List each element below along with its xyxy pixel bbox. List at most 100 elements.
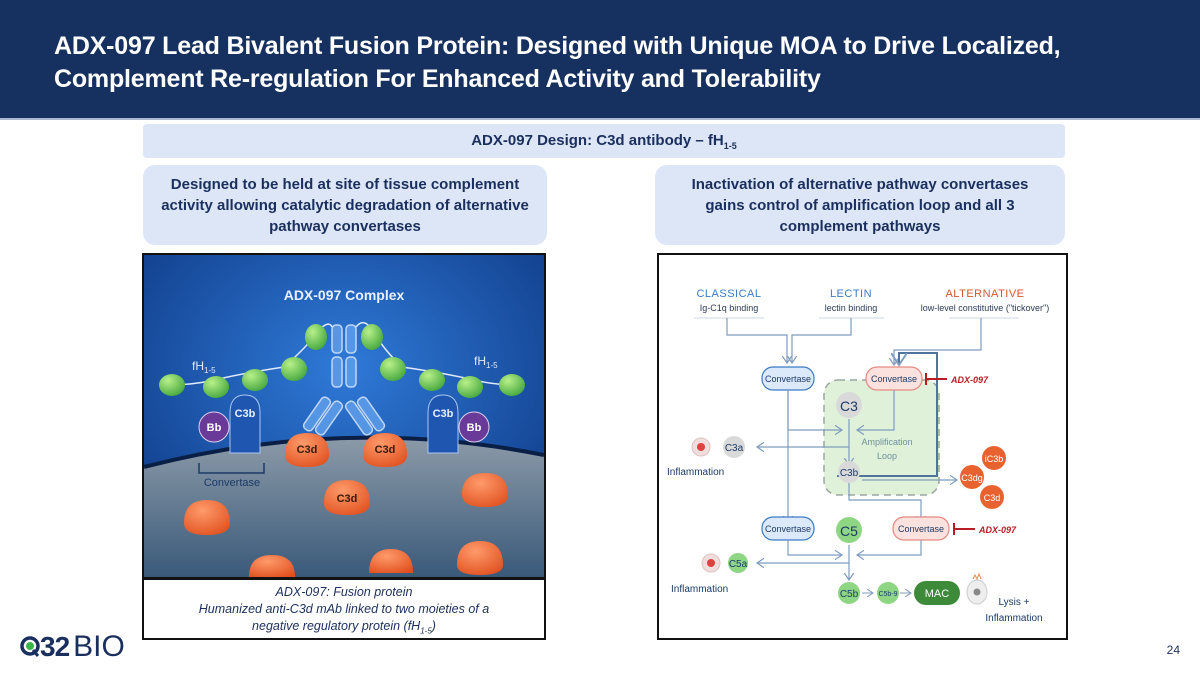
inhibitor-c5-convertase: ADX-097 bbox=[953, 523, 1017, 535]
classical-lectin-c5-convertase: Convertase bbox=[761, 516, 815, 541]
amplification-loop-arrow bbox=[837, 352, 938, 477]
inflammation-cell-icon bbox=[691, 437, 711, 457]
pathway-alternative: ALTERNATIVE low-level constitutive ("tic… bbox=[921, 288, 1049, 319]
svg-text:C3d: C3d bbox=[297, 444, 318, 456]
callout-left: Designed to be held at site of tissue co… bbox=[143, 165, 547, 245]
antibody-icon bbox=[302, 324, 386, 436]
c5a-node: C5a bbox=[728, 553, 748, 573]
c3-node: C3 bbox=[836, 392, 862, 418]
logo-text: BIO bbox=[73, 630, 125, 663]
c5b9-node: C5b-9 bbox=[877, 582, 899, 604]
svg-text:Convertase: Convertase bbox=[765, 524, 811, 534]
inflammation-label-c5a: Inflammation bbox=[671, 584, 728, 595]
lysed-cell-icon bbox=[966, 572, 988, 605]
amplification-label-1: Amplification bbox=[861, 437, 912, 447]
c5-node: C5 bbox=[836, 517, 862, 543]
fh-label-left: fH1-5 bbox=[192, 359, 216, 375]
c3d-unlabeled bbox=[184, 473, 508, 577]
callout-right: Inactivation of alternative pathway conv… bbox=[655, 165, 1065, 245]
inflammation-label-c3a: Inflammation bbox=[667, 467, 724, 478]
design-banner-subscript: 1-5 bbox=[723, 141, 737, 151]
connector-c5conv-left bbox=[787, 540, 842, 555]
logo-mark: 32 bbox=[40, 631, 70, 662]
svg-text:C3b: C3b bbox=[433, 408, 454, 420]
connector-classical bbox=[726, 318, 787, 363]
lysis-label-2: Inflammation bbox=[985, 613, 1042, 624]
svg-text:C5b-9: C5b-9 bbox=[878, 591, 897, 598]
alternative-c3-convertase: Convertase bbox=[865, 366, 923, 391]
inhibitor-c3-convertase: ADX-097 bbox=[925, 373, 989, 385]
complement-pathway-diagram: CLASSICAL Ig-C1q binding LECTIN lectin b… bbox=[657, 253, 1068, 640]
complex-caption: ADX-097: Fusion protein Humanized anti-C… bbox=[144, 577, 544, 638]
svg-text:CLASSICAL: CLASSICAL bbox=[696, 288, 761, 300]
c3d-node: C3d bbox=[980, 485, 1004, 509]
svg-text:C3dg: C3dg bbox=[961, 473, 983, 483]
convertase-right: C3b Bb bbox=[427, 394, 490, 454]
c3d-free: C3d bbox=[324, 480, 370, 515]
c3a-node: C3a bbox=[723, 436, 745, 458]
classical-lectin-c3-convertase: Convertase bbox=[761, 366, 815, 391]
caption-line-1: ADX-097: Fusion protein bbox=[275, 585, 413, 599]
fh-chain-left bbox=[159, 323, 333, 398]
fh-chain-right bbox=[355, 321, 525, 398]
connector-c3b-to-c5-convertase bbox=[848, 483, 921, 523]
page-number: 24 bbox=[1166, 643, 1180, 657]
membrane-line bbox=[144, 435, 544, 469]
c3dg-node: C3dg bbox=[960, 465, 984, 489]
svg-text:Bb: Bb bbox=[207, 422, 222, 434]
slide-title: ADX-097 Lead Bivalent Fusion Protein: De… bbox=[54, 32, 1061, 93]
svg-text:iC3b: iC3b bbox=[985, 454, 1004, 464]
title-bar: ADX-097 Lead Bivalent Fusion Protein: De… bbox=[0, 0, 1200, 118]
amplification-label-2: Loop bbox=[877, 451, 897, 461]
svg-text:lectin binding: lectin binding bbox=[825, 303, 878, 313]
svg-text:C3b: C3b bbox=[235, 408, 256, 420]
logo-q-icon bbox=[20, 636, 40, 657]
svg-text:Bb: Bb bbox=[467, 422, 482, 434]
connector-lectin bbox=[792, 318, 852, 363]
svg-text:C3a: C3a bbox=[725, 443, 744, 454]
svg-text:C3: C3 bbox=[840, 398, 858, 414]
svg-text:C3b: C3b bbox=[840, 468, 859, 479]
mac-node: MAC bbox=[914, 581, 960, 605]
svg-text:Convertase: Convertase bbox=[871, 374, 917, 384]
ic3b-node: iC3b bbox=[982, 446, 1006, 470]
svg-text:low-level constitutive ("ticko: low-level constitutive ("tickover") bbox=[921, 303, 1049, 313]
q32-bio-logo: 32 BIO bbox=[20, 630, 125, 664]
c3d-bound-right: C3d bbox=[363, 433, 407, 467]
pathway-svg: CLASSICAL Ig-C1q binding LECTIN lectin b… bbox=[667, 288, 1049, 624]
svg-text:ADX-097: ADX-097 bbox=[978, 525, 1017, 535]
adx097-complex-figure: ADX-097 Complex bbox=[142, 253, 546, 640]
connector-c5conv-right bbox=[857, 540, 922, 555]
c3b-node: C3b bbox=[838, 461, 860, 483]
svg-text:C3d: C3d bbox=[375, 444, 396, 456]
c3d-bound-left: C3d bbox=[285, 433, 329, 467]
svg-text:ADX-097: ADX-097 bbox=[950, 375, 989, 385]
inflammation-cell-icon-2 bbox=[701, 553, 721, 573]
svg-text:Convertase: Convertase bbox=[898, 524, 944, 534]
svg-text:Ig-C1q binding: Ig-C1q binding bbox=[700, 303, 759, 313]
svg-text:LECTIN: LECTIN bbox=[830, 288, 872, 300]
svg-text:C5a: C5a bbox=[729, 559, 748, 570]
svg-text:Convertase: Convertase bbox=[765, 374, 811, 384]
fh-label-right: fH1-5 bbox=[474, 354, 498, 370]
header-divider bbox=[0, 118, 1200, 120]
pathway-classical: CLASSICAL Ig-C1q binding bbox=[694, 288, 764, 319]
convertase-left: C3b Bb bbox=[198, 394, 261, 454]
svg-text:MAC: MAC bbox=[925, 588, 950, 600]
connector-altconv-to-c3 bbox=[857, 390, 895, 430]
svg-text:C3d: C3d bbox=[984, 493, 1001, 503]
complex-heading: ADX-097 Complex bbox=[284, 287, 405, 303]
svg-text:C3d: C3d bbox=[337, 493, 358, 505]
alternative-c5-convertase: Convertase bbox=[892, 516, 950, 541]
complex-illustration: ADX-097 Complex bbox=[144, 255, 544, 577]
convertase-label: Convertase bbox=[204, 477, 260, 489]
svg-text:ALTERNATIVE: ALTERNATIVE bbox=[945, 288, 1024, 300]
svg-text:C5: C5 bbox=[840, 523, 858, 539]
svg-text:C5b: C5b bbox=[840, 589, 859, 600]
pathway-lectin: LECTIN lectin binding bbox=[819, 288, 884, 319]
design-banner-text: ADX-097 Design: C3d antibody – fH bbox=[471, 132, 724, 149]
design-banner: ADX-097 Design: C3d antibody – fH1-5 bbox=[143, 124, 1065, 158]
c5b-node: C5b bbox=[838, 582, 860, 604]
convertase-bracket bbox=[198, 463, 265, 474]
caption-line-2: Humanized anti-C3d mAb linked to two moi… bbox=[198, 602, 490, 616]
